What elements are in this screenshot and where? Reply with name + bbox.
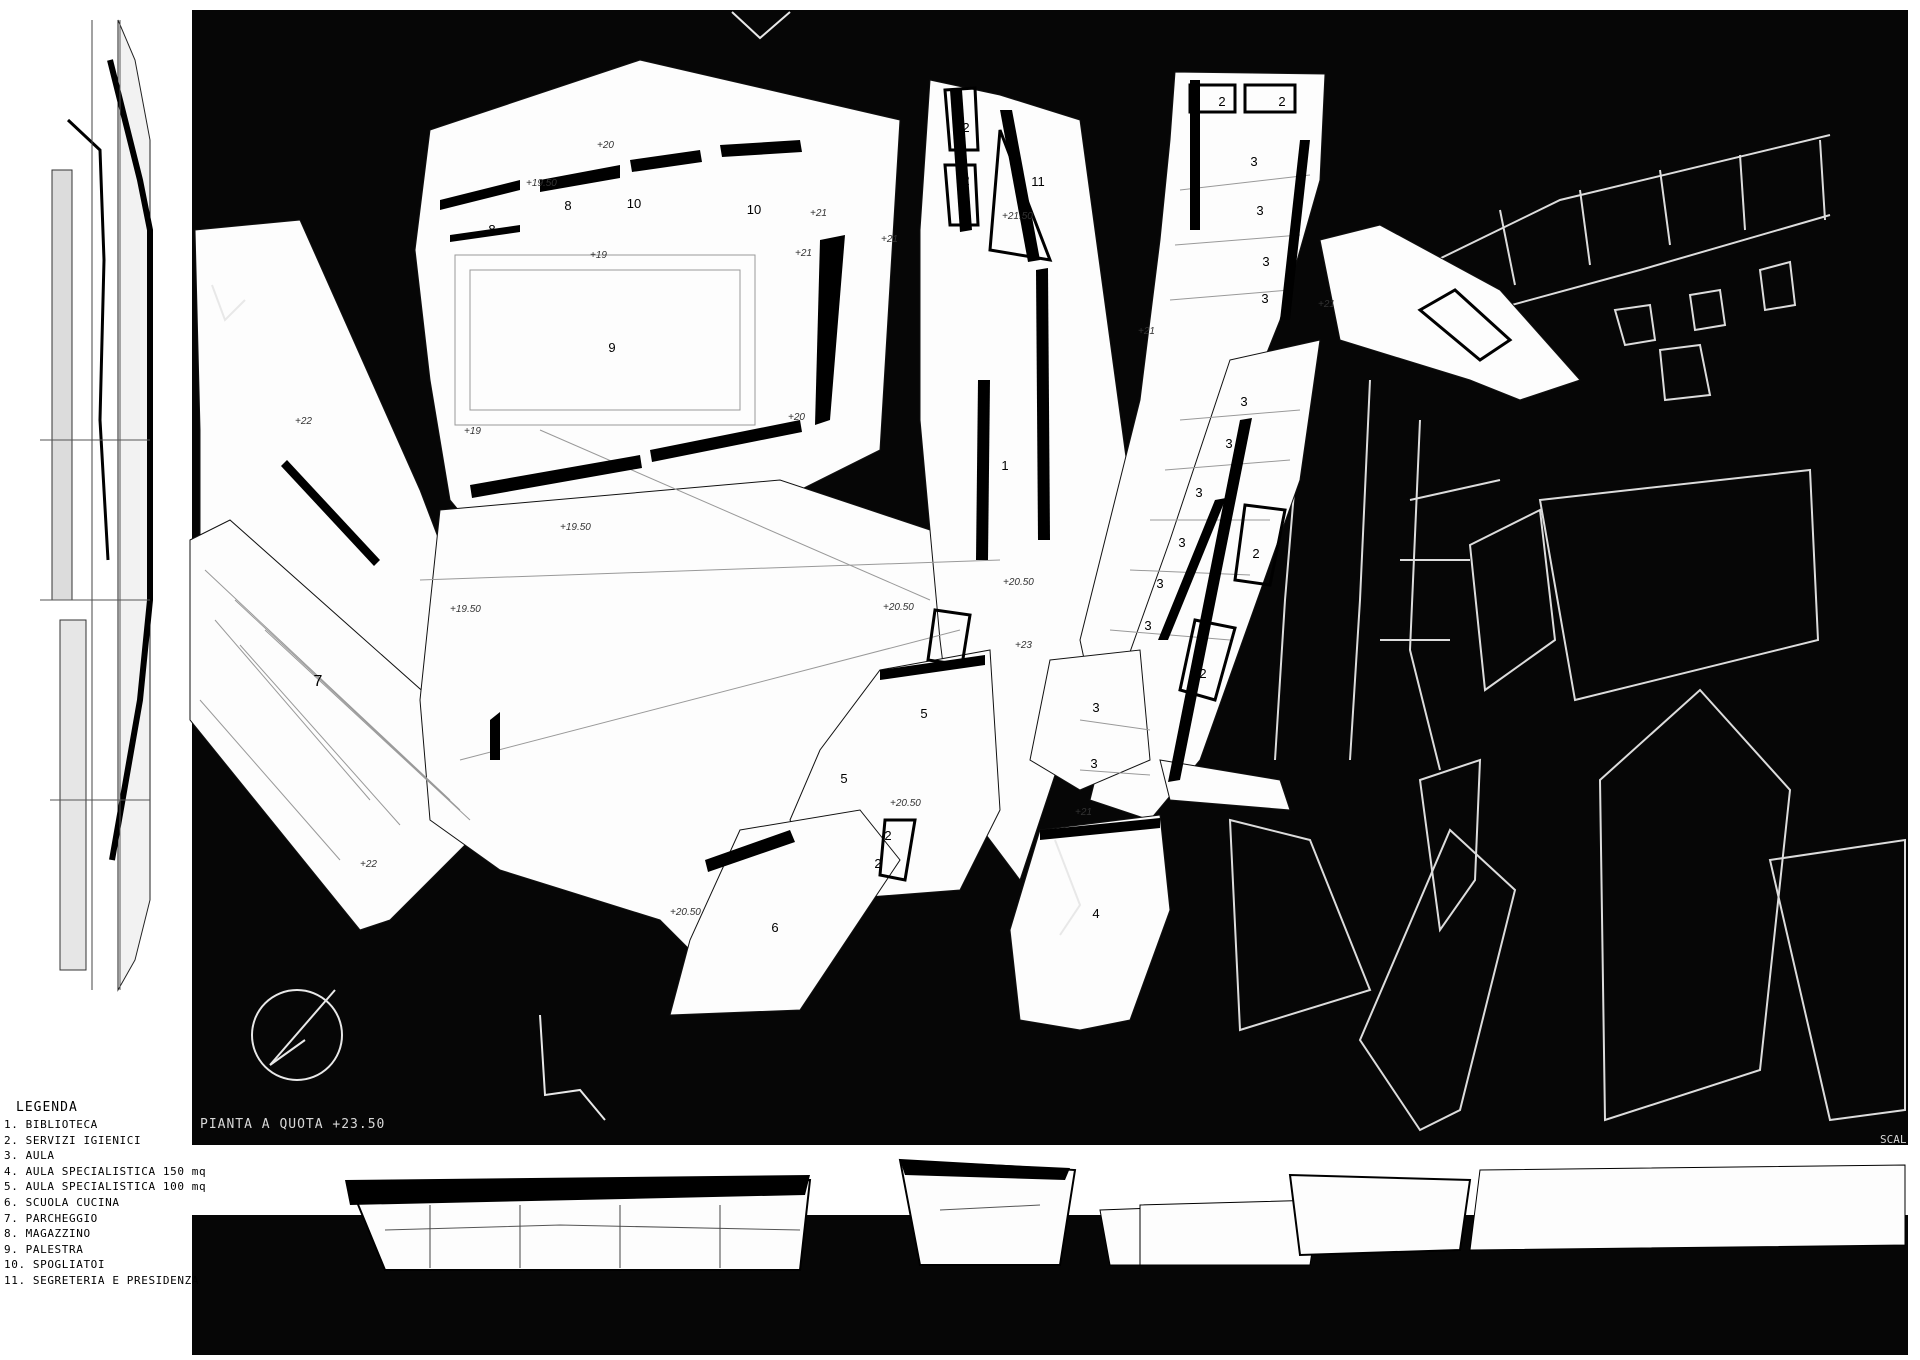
level-label: +19.50 [450, 604, 481, 615]
room-6: 6 [771, 920, 778, 935]
room-7: 7 [314, 673, 323, 690]
room-3: 3 [1144, 618, 1151, 633]
scale-mark-icon [211, 11, 1082, 1121]
room-2: 2 [1218, 94, 1225, 109]
room-9: 9 [608, 340, 615, 355]
room-10: 10 [747, 202, 761, 217]
legend-title: LEGENDA [16, 1100, 78, 1115]
context-buildings [1228, 134, 1906, 1132]
room-2: 2 [1252, 546, 1259, 561]
room-8: 8 [488, 222, 495, 237]
room-3: 3 [1178, 535, 1185, 550]
plan-title: PIANTA A QUOTA +23.50 [200, 1117, 385, 1132]
level-label: +21 [795, 248, 812, 259]
level-label: +21 [1138, 326, 1155, 337]
legend-item: 7. PARCHEGGIO [4, 1211, 98, 1225]
room-3: 3 [1225, 436, 1232, 451]
scale-label: SCAL [1880, 1133, 1907, 1146]
level-label: +21 [881, 234, 898, 245]
room-3: 3 [1250, 154, 1257, 169]
room-2: 2 [962, 120, 969, 135]
legend-item: 3. AULA [4, 1149, 55, 1163]
level-label: +19.50 [560, 522, 591, 533]
room-5: 5 [920, 706, 927, 721]
level-label: +19 [590, 250, 607, 261]
room-3: 3 [1240, 394, 1247, 409]
room-3: 3 [1092, 700, 1099, 715]
level-label: +21.50 [1002, 211, 1033, 222]
legend: LEGENDA 1. BIBLIOTECA 2. SERVIZI IGIENIC… [4, 1100, 207, 1289]
room-3: 3 [1262, 254, 1269, 269]
legend-item: 11. SEGRETERIA E PRESIDENZA [4, 1273, 200, 1287]
level-label: +23 [1015, 640, 1032, 651]
room-1: 1 [1001, 458, 1008, 473]
building-plan [189, 59, 1581, 1031]
room-outlines [878, 83, 1513, 882]
room-11: 11 [1031, 174, 1045, 189]
grid-lines [199, 174, 1311, 861]
level-label: +20.50 [883, 602, 914, 613]
legend-item: 10. SPOGLIATOI [4, 1258, 106, 1272]
room-3: 3 [1156, 576, 1163, 591]
legend-item: 8. MAGAZZINO [4, 1227, 91, 1241]
legend-item: 1. BIBLIOTECA [4, 1118, 98, 1131]
room-2: 2 [884, 828, 891, 843]
room-3: 3 [1195, 485, 1202, 500]
level-labels: +22 +20 +19.50 +19 +21 +19.50 +19 +21 +2… [295, 140, 1335, 918]
side-section-drawing [40, 10, 190, 1130]
level-label: +21 [1075, 807, 1092, 818]
room-3: 3 [1261, 291, 1268, 306]
room-2: 2 [1278, 94, 1285, 109]
level-label: +22 [295, 416, 312, 427]
legend-item: 6. SCUOLA CUCINA [4, 1195, 120, 1209]
level-label: +20 [597, 140, 614, 151]
room-4: 4 [1092, 906, 1099, 921]
legend-item: 2. SERVIZI IGIENICI [4, 1133, 142, 1147]
level-label: +20 [788, 412, 805, 423]
north-arrow-icon [251, 989, 343, 1081]
level-label: +20.50 [890, 798, 921, 809]
level-label: +20.50 [1003, 577, 1034, 588]
room-5: 5 [840, 771, 847, 786]
level-label: +20.50 [670, 907, 701, 918]
room-3: 3 [1090, 756, 1097, 771]
building-walls [281, 80, 1310, 872]
room-2: 2 [1199, 666, 1206, 681]
level-label: +19 [464, 426, 481, 437]
level-label: +21 [810, 208, 827, 219]
level-label: +19.50 [526, 178, 557, 189]
room-10: 10 [627, 196, 641, 211]
cross-section-drawing [192, 1158, 1908, 1355]
level-label: +22 [360, 859, 377, 870]
room-2: 2 [962, 173, 969, 188]
room-8: 8 [564, 198, 571, 213]
room-3: 3 [1256, 203, 1263, 218]
room-2: 2 [874, 856, 881, 871]
legend-item: 9. PALESTRA [4, 1242, 84, 1256]
legend-item: 5. AULA SPECIALISTICA 100 mq [4, 1180, 207, 1194]
legend-item: 4. AULA SPECIALISTICA 150 mq [4, 1164, 207, 1178]
level-label: +21 [1318, 299, 1335, 310]
room-labels: 1 2 2 2 2 2 2 2 2 3 3 3 3 3 3 3 3 3 3 3 … [314, 94, 1286, 935]
